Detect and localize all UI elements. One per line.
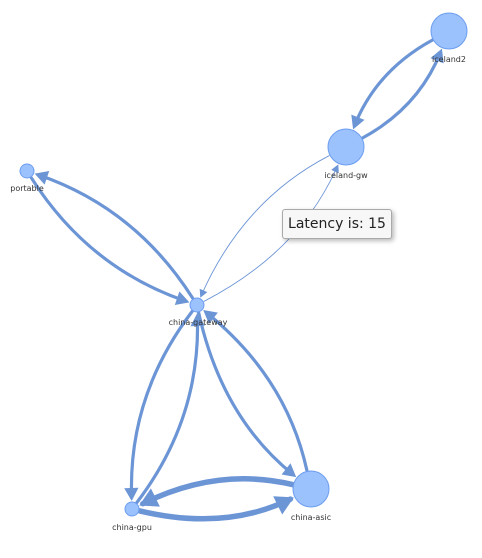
edge-portable-to-china-gateway[interactable] [29,176,188,303]
edge-china-asic-to-china-gpu[interactable] [140,476,296,507]
arrowhead-iceland2-to-iceland-gw [351,114,365,130]
arrowhead-china-gateway-to-china-gpu [124,487,139,501]
nodes-layer: iceland2 iceland-gw portable china-gateway c… [10,12,468,532]
node-circle-iceland-gw[interactable] [327,128,365,166]
node-label-china-asic: china-asic [291,513,331,522]
arrowhead-china-asic-to-china-gpu [139,488,160,507]
node-label-iceland2: iceland2 [432,55,466,64]
edge-china-gpu-to-china-asic[interactable] [137,496,294,522]
latency-tooltip: Latency is: 15 [282,209,392,239]
node-label-china-gateway: china-gateway [169,318,228,327]
edge-china-asic-to-china-gateway[interactable] [204,310,309,472]
node-circle-china-gateway[interactable] [189,297,205,313]
node-label-china-gpu: china-gpu [112,523,152,532]
edge-iceland-gw-to-iceland2[interactable] [361,50,443,140]
node-china-asic[interactable]: china-asic [291,470,331,522]
arrowhead-china-gateway-to-china-asic [281,463,297,478]
edge-iceland-gw-to-china-gateway[interactable] [201,155,330,295]
edges-layer [29,38,444,522]
edge-china-gateway-to-portable[interactable] [36,173,195,300]
arrowhead-china-gpu-to-china-gateway [190,313,205,327]
node-label-portable: portable [10,184,44,193]
arrowhead-china-gateway-to-portable [34,171,50,185]
edge-iceland2-to-iceland-gw[interactable] [352,38,434,128]
arrowhead-portable-to-china-gateway [174,291,190,305]
node-circle-portable[interactable] [19,163,35,179]
node-iceland-gw[interactable]: iceland-gw [324,128,368,180]
node-circle-iceland2[interactable] [430,12,468,50]
node-circle-china-gpu[interactable] [124,501,140,517]
edge-china-gpu-to-china-gateway[interactable] [135,315,200,505]
node-china-gpu[interactable]: china-gpu [112,501,152,532]
arrowhead-china-gateway-to-iceland-gw [331,164,339,174]
node-iceland2[interactable]: iceland2 [430,12,468,64]
arrowhead-iceland-gw-to-china-gateway [199,288,208,298]
arrowhead-iceland-gw-to-iceland2 [430,48,444,64]
edge-china-gateway-to-china-gpu[interactable] [129,309,194,499]
arrowhead-china-gpu-to-china-asic [273,496,294,515]
node-portable[interactable]: portable [10,163,44,193]
node-label-iceland-gw: iceland-gw [324,171,368,180]
node-circle-china-asic[interactable] [292,470,330,508]
edge-china-gateway-to-china-asic[interactable] [197,311,295,477]
arrowhead-china-asic-to-china-gateway [203,310,218,324]
edge-china-gateway-to-iceland-gw[interactable] [203,167,338,302]
node-china-gateway[interactable]: china-gateway [169,297,228,327]
